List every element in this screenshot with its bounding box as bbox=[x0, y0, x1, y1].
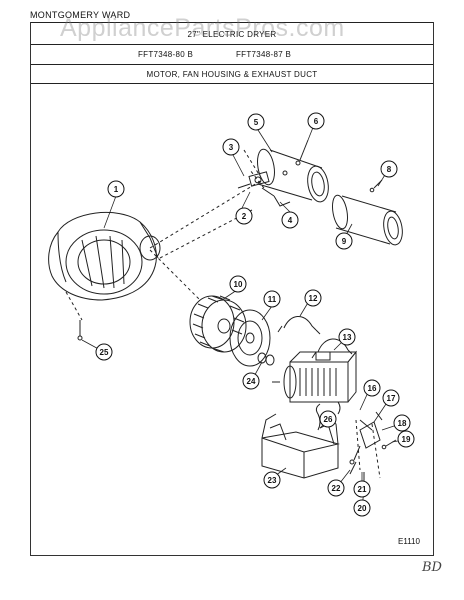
callout-20: 20 bbox=[353, 499, 371, 517]
header-rule-3 bbox=[30, 83, 434, 84]
part-fan-housing bbox=[48, 211, 161, 301]
svg-text:13: 13 bbox=[343, 333, 352, 342]
callout-22: 22 bbox=[327, 479, 345, 497]
callout-5: 5 bbox=[247, 113, 265, 131]
callout-17: 17 bbox=[382, 389, 400, 407]
part-motor-clamp-12 bbox=[277, 316, 321, 335]
brand-name: MONTGOMERY WARD bbox=[30, 10, 131, 20]
callout-25: 25 bbox=[95, 343, 113, 361]
svg-text:8: 8 bbox=[387, 165, 392, 174]
svg-text:18: 18 bbox=[398, 419, 407, 428]
svg-text:24: 24 bbox=[247, 377, 256, 386]
callout-19: 19 bbox=[397, 430, 415, 448]
part-exhaust-duct bbox=[257, 148, 329, 203]
frame-bottom-rule bbox=[30, 555, 434, 556]
callout-12: 12 bbox=[304, 289, 322, 307]
callout-21: 21 bbox=[353, 480, 371, 498]
part-thermostat bbox=[237, 171, 291, 207]
svg-text:17: 17 bbox=[387, 394, 396, 403]
part-motor bbox=[272, 350, 358, 403]
callout-18: 18 bbox=[393, 414, 411, 432]
callout-13: 13 bbox=[338, 328, 356, 346]
svg-text:25: 25 bbox=[100, 348, 109, 357]
svg-text:1: 1 bbox=[114, 185, 119, 194]
callout-2: 2 bbox=[235, 207, 253, 225]
part-switch-bracket bbox=[337, 401, 383, 465]
callout-8: 8 bbox=[380, 160, 398, 178]
svg-text:9: 9 bbox=[342, 237, 347, 246]
part-duct-extension bbox=[332, 194, 403, 246]
handwritten-note: BD bbox=[422, 560, 442, 575]
svg-text:21: 21 bbox=[358, 485, 367, 494]
callout-11: 11 bbox=[263, 290, 281, 308]
svg-text:23: 23 bbox=[268, 476, 277, 485]
svg-text:6: 6 bbox=[314, 117, 319, 126]
model-title: 27" ELECTRIC DRYER bbox=[187, 30, 277, 39]
svg-text:19: 19 bbox=[402, 435, 411, 444]
svg-text:2: 2 bbox=[242, 212, 247, 221]
svg-text:5: 5 bbox=[254, 118, 259, 127]
svg-text:10: 10 bbox=[234, 280, 243, 289]
callout-23: 23 bbox=[263, 471, 281, 489]
svg-text:4: 4 bbox=[288, 216, 293, 225]
svg-text:16: 16 bbox=[368, 384, 377, 393]
part-blower-wheel bbox=[189, 295, 247, 353]
model-number-2: FFT7348-87 B bbox=[236, 50, 292, 59]
callout-3: 3 bbox=[222, 138, 240, 156]
part-blower-seal bbox=[229, 309, 271, 367]
part-clip-26 bbox=[315, 403, 321, 431]
callout-24: 24 bbox=[242, 372, 260, 390]
svg-text:11: 11 bbox=[268, 295, 277, 304]
diagram-code: E1110 bbox=[398, 537, 420, 546]
model-number-1: FFT7348-80 B bbox=[138, 50, 194, 59]
header-rule-2 bbox=[30, 64, 434, 65]
leader-lines bbox=[81, 119, 405, 509]
frame-left-rule bbox=[30, 22, 31, 555]
callout-10: 10 bbox=[229, 275, 247, 293]
svg-text:12: 12 bbox=[309, 294, 318, 303]
watermark: AppliancePartsPros.com bbox=[60, 14, 345, 42]
callout-9: 9 bbox=[335, 232, 353, 250]
callout-4: 4 bbox=[281, 211, 299, 229]
section-title: MOTOR, FAN HOUSING & EXHAUST DUCT bbox=[146, 70, 318, 79]
svg-text:20: 20 bbox=[358, 504, 367, 513]
callout-26: 26 bbox=[319, 410, 337, 428]
callout-6: 6 bbox=[307, 112, 325, 130]
part-screw-25 bbox=[77, 320, 83, 341]
part-collar bbox=[257, 352, 275, 366]
header-rule-1 bbox=[30, 44, 434, 45]
svg-text:3: 3 bbox=[229, 143, 234, 152]
explode-lines bbox=[65, 149, 381, 479]
frame-top-rule bbox=[30, 22, 434, 23]
part-screw-6 bbox=[295, 139, 309, 166]
callout-16: 16 bbox=[363, 379, 381, 397]
svg-text:26: 26 bbox=[324, 415, 333, 424]
svg-text:22: 22 bbox=[332, 484, 341, 493]
callout-1: 1 bbox=[107, 180, 125, 198]
frame-right-rule bbox=[433, 22, 434, 555]
